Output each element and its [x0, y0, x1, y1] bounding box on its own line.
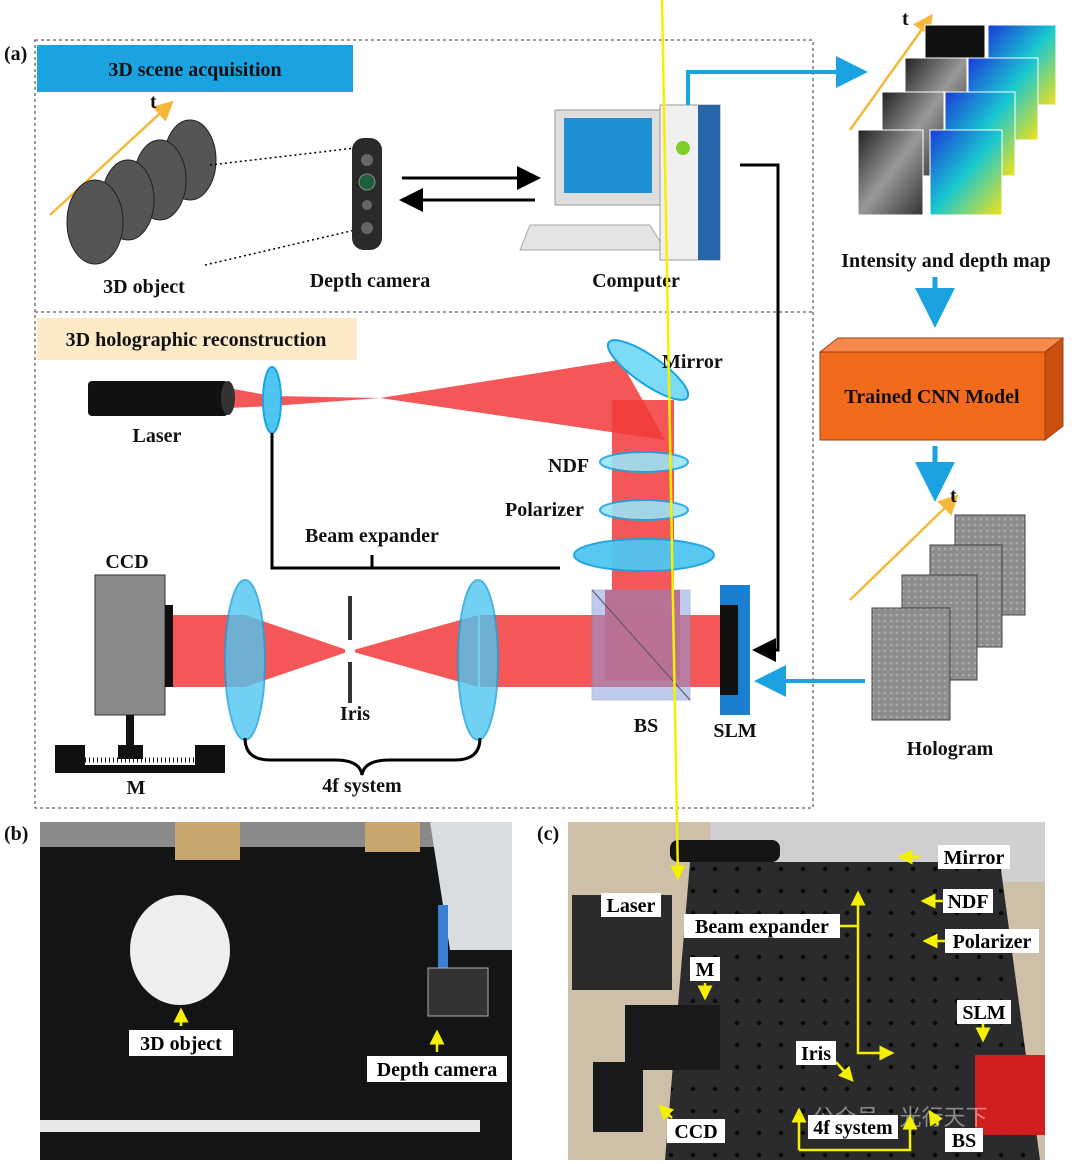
- time-axis-label: t: [950, 485, 957, 507]
- laser-label: Laser: [133, 425, 182, 447]
- photo-c-callouts: [658, 0, 991, 1152]
- polarizer-label: Polarizer: [505, 499, 584, 521]
- depth-camera-icon: [352, 138, 382, 250]
- photo-c-ndf-label: NDF: [947, 891, 988, 913]
- object-label: 3D object: [103, 276, 185, 298]
- photo-c-slm-label: SLM: [962, 1002, 1005, 1024]
- photo-c-iris-label: Iris: [801, 1043, 831, 1065]
- ccd-label: CCD: [105, 551, 148, 573]
- laser-icon: [88, 381, 228, 416]
- time-axis-label: t: [902, 8, 909, 30]
- photo-c-4f-label: 4f system: [813, 1117, 893, 1139]
- lens-icon: [262, 366, 282, 434]
- photo-c-laser-label: Laser: [607, 895, 656, 917]
- bs-label: BS: [634, 715, 658, 737]
- panel-b-label: (b): [4, 823, 28, 845]
- beam-expander-label: Beam expander: [305, 525, 439, 547]
- iris-label: Iris: [340, 703, 370, 725]
- lens-1-icon: [224, 579, 266, 741]
- photo-c-bs-label: BS: [952, 1130, 976, 1152]
- ccd-icon: [94, 574, 166, 716]
- photo-b-camera-label: Depth camera: [377, 1059, 498, 1081]
- photo-c-ccd-label: CCD: [674, 1121, 717, 1143]
- panel-a-frame: [34, 39, 814, 809]
- slm-label: SLM: [713, 720, 756, 742]
- translation-stage-icon: [55, 745, 225, 773]
- time-axis-label: t: [150, 91, 157, 113]
- photo-b: [40, 822, 512, 1160]
- 4f-system-label: 4f system: [322, 775, 402, 797]
- photo-c: 公众号 · 光行天下: [568, 822, 1045, 1160]
- iris-icon: [345, 640, 355, 662]
- hologram-sequence: t: [849, 485, 1026, 721]
- lens-2-icon: [457, 579, 499, 741]
- panel-a-label: (a): [4, 43, 27, 65]
- reconstruction-banner: [37, 318, 357, 360]
- ndf-label: NDF: [548, 455, 589, 477]
- depth-camera-label: Depth camera: [310, 270, 431, 292]
- photo-c-mirror-label: Mirror: [944, 847, 1005, 869]
- photo-c-m-label: M: [696, 959, 715, 981]
- m-label: M: [127, 777, 146, 799]
- optical-setup: [55, 339, 750, 776]
- reconstruction-title: 3D holographic reconstruction: [66, 329, 327, 351]
- polarizer-icon: [599, 499, 689, 521]
- expander-lens-icon: [573, 538, 715, 572]
- mirror-label: Mirror: [662, 351, 723, 373]
- panel-c-label: (c): [537, 823, 559, 845]
- photo-b-object-label: 3D object: [140, 1033, 222, 1055]
- cnn-label: Trained CNN Model: [844, 386, 1020, 408]
- acquisition-banner: [37, 45, 353, 92]
- ndf-icon: [599, 451, 689, 473]
- 3d-object-sequence: t: [49, 91, 217, 265]
- cnn-model-box: [818, 336, 1065, 442]
- photo-c-polarizer-label: Polarizer: [953, 931, 1032, 953]
- computer-icon: [519, 104, 721, 261]
- hologram-label: Hologram: [907, 738, 994, 760]
- acquisition-title: 3D scene acquisition: [108, 59, 281, 81]
- intensity-depth-maps: t: [848, 8, 1057, 216]
- computer-label: Computer: [592, 270, 680, 292]
- intensity-depth-label: Intensity and depth map: [841, 250, 1051, 272]
- photo-c-beam-expander-label: Beam expander: [695, 916, 829, 938]
